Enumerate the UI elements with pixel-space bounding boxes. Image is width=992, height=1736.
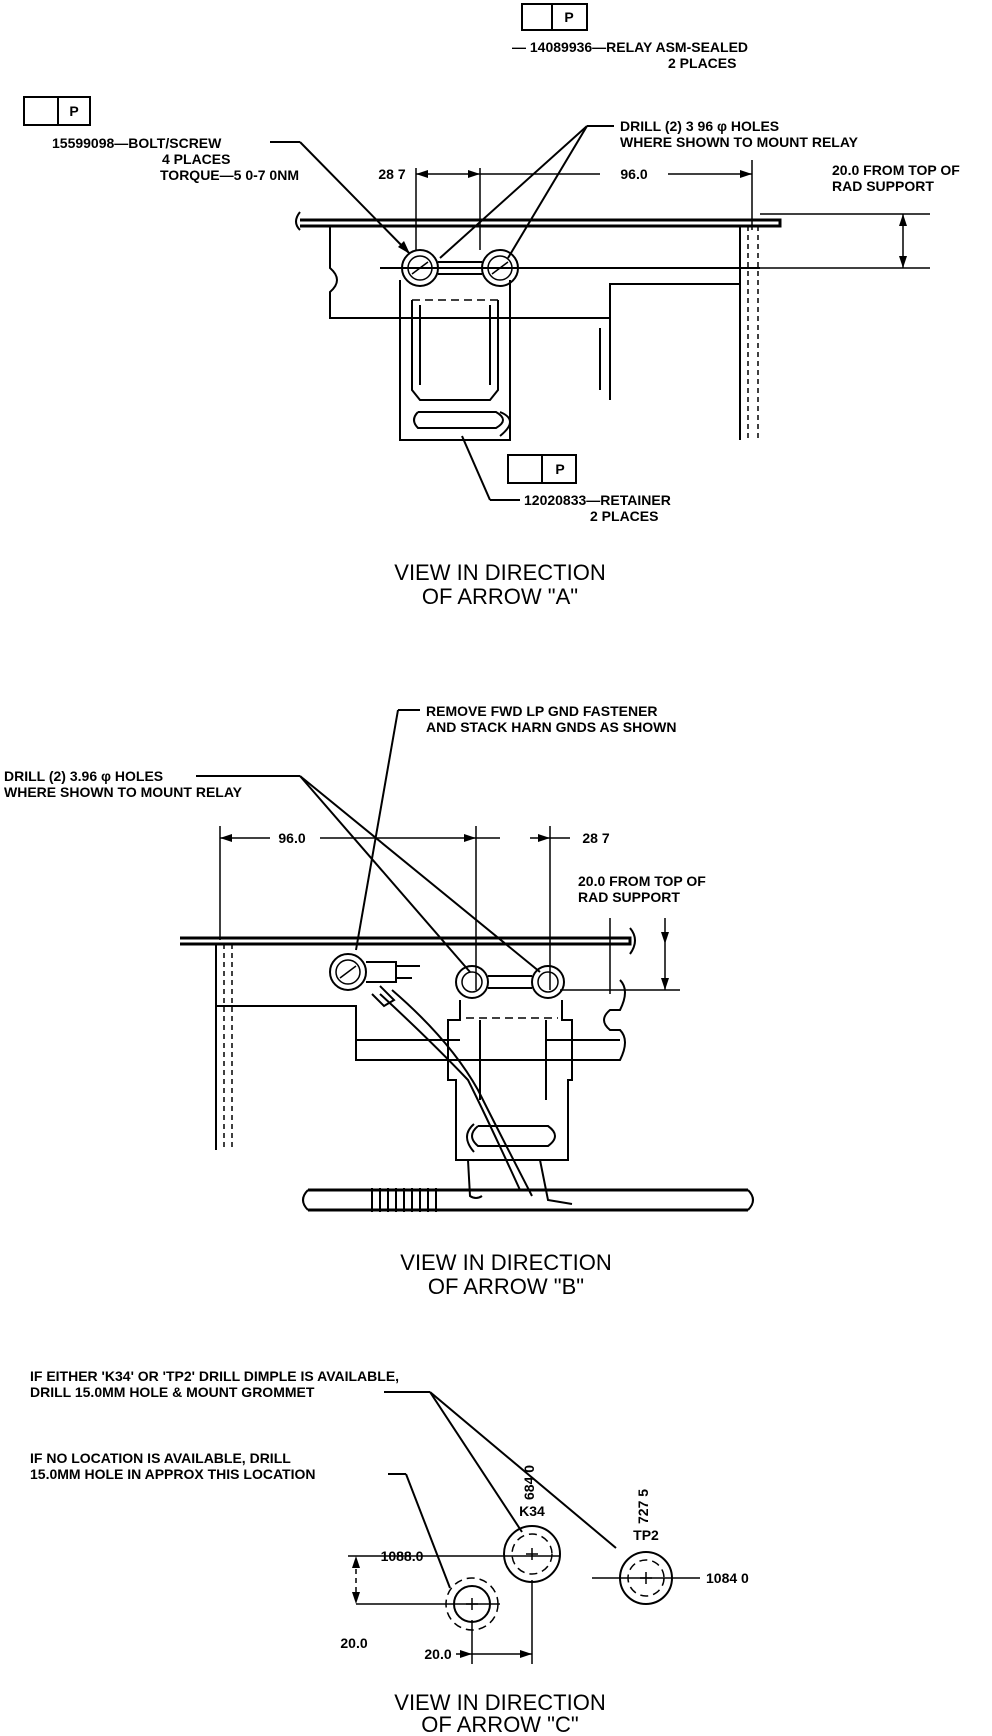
dim-offset-vertical: 20.0 (340, 1635, 367, 1651)
caption-c-line1: VIEW IN DIRECTION (394, 1690, 605, 1715)
relay-bolt-left-b (455, 965, 489, 999)
dim-k34-horizontal: 1088.0 (381, 1548, 424, 1564)
bolt-callout: 15599098—BOLT/SCREW (52, 135, 222, 151)
retainer-callout: 12020833—RETAINER (524, 492, 671, 508)
note1-line1: IF EITHER 'K34' OR 'TP2' DRILL DIMPLE IS… (30, 1368, 399, 1384)
rad-support-line2: RAD SUPPORT (832, 178, 934, 194)
note1-line2: DRILL 15.0MM HOLE & MOUNT GROMMET (30, 1384, 315, 1400)
caption-b-line1: VIEW IN DIRECTION (400, 1250, 611, 1275)
bolt-part-box-label: P (69, 103, 78, 119)
ground-fastener (329, 953, 367, 991)
label-k34: K34 (519, 1503, 545, 1519)
bolt-head-right (481, 249, 519, 287)
remove-note-line2: AND STACK HARN GNDS AS SHOWN (426, 719, 676, 735)
relay-part-box-label: P (564, 9, 573, 25)
view-a: P — 14089936—RELAY ASM-SEALED 2 PLACES P… (23, 3, 960, 609)
note2-line2: 15.0MM HOLE IN APPROX THIS LOCATION (30, 1466, 315, 1482)
caption-a-line2: OF ARROW "A" (422, 584, 578, 609)
retainer-part-box-label: P (555, 461, 564, 477)
relay-places: 2 PLACES (668, 55, 736, 71)
drill-b-line2: WHERE SHOWN TO MOUNT RELAY (4, 784, 243, 800)
drill-note-line2: WHERE SHOWN TO MOUNT RELAY (620, 134, 859, 150)
bolt-torque: TORQUE—5 0-7 0NM (160, 167, 299, 183)
dim-28-7-a: 28 7 (378, 166, 405, 182)
relay-part-box (521, 3, 588, 31)
view-b: REMOVE FWD LP GND FASTENER AND STACK HAR… (4, 703, 754, 1299)
caption-a-line1: VIEW IN DIRECTION (394, 560, 605, 585)
dim-96-a: 96.0 (620, 166, 647, 182)
bolt-places: 4 PLACES (162, 151, 230, 167)
label-tp2: TP2 (633, 1527, 659, 1543)
rad-support-b-line1: 20.0 FROM TOP OF (578, 873, 706, 889)
rad-support-line1: 20.0 FROM TOP OF (832, 162, 960, 178)
drill-note-line1: DRILL (2) 3 96 φ HOLES (620, 118, 779, 134)
caption-b-line2: OF ARROW "B" (428, 1274, 584, 1299)
bolt-head-left (401, 249, 439, 287)
dim-28-7-b: 28 7 (582, 830, 609, 846)
relay-callout: — 14089936—RELAY ASM-SEALED (512, 39, 748, 55)
rad-support-b-line2: RAD SUPPORT (578, 889, 680, 905)
note2-line1: IF NO LOCATION IS AVAILABLE, DRILL (30, 1450, 291, 1466)
dim-96-b: 96.0 (278, 830, 305, 846)
drill-b-line1: DRILL (2) 3.96 φ HOLES (4, 768, 163, 784)
view-c: IF EITHER 'K34' OR 'TP2' DRILL DIMPLE IS… (30, 1368, 749, 1736)
dim-tp2-vertical: 727 5 (635, 1489, 651, 1524)
remove-note-line1: REMOVE FWD LP GND FASTENER (426, 703, 658, 719)
caption-c-line2: OF ARROW "C" (421, 1712, 578, 1736)
dim-offset-horizontal: 20.0 (424, 1646, 451, 1662)
relay-bolt-right-b (531, 965, 565, 999)
retainer-places: 2 PLACES (590, 508, 658, 524)
dim-tp2-horizontal: 1084 0 (706, 1570, 749, 1586)
dim-k34-vertical: 684 0 (521, 1465, 537, 1500)
